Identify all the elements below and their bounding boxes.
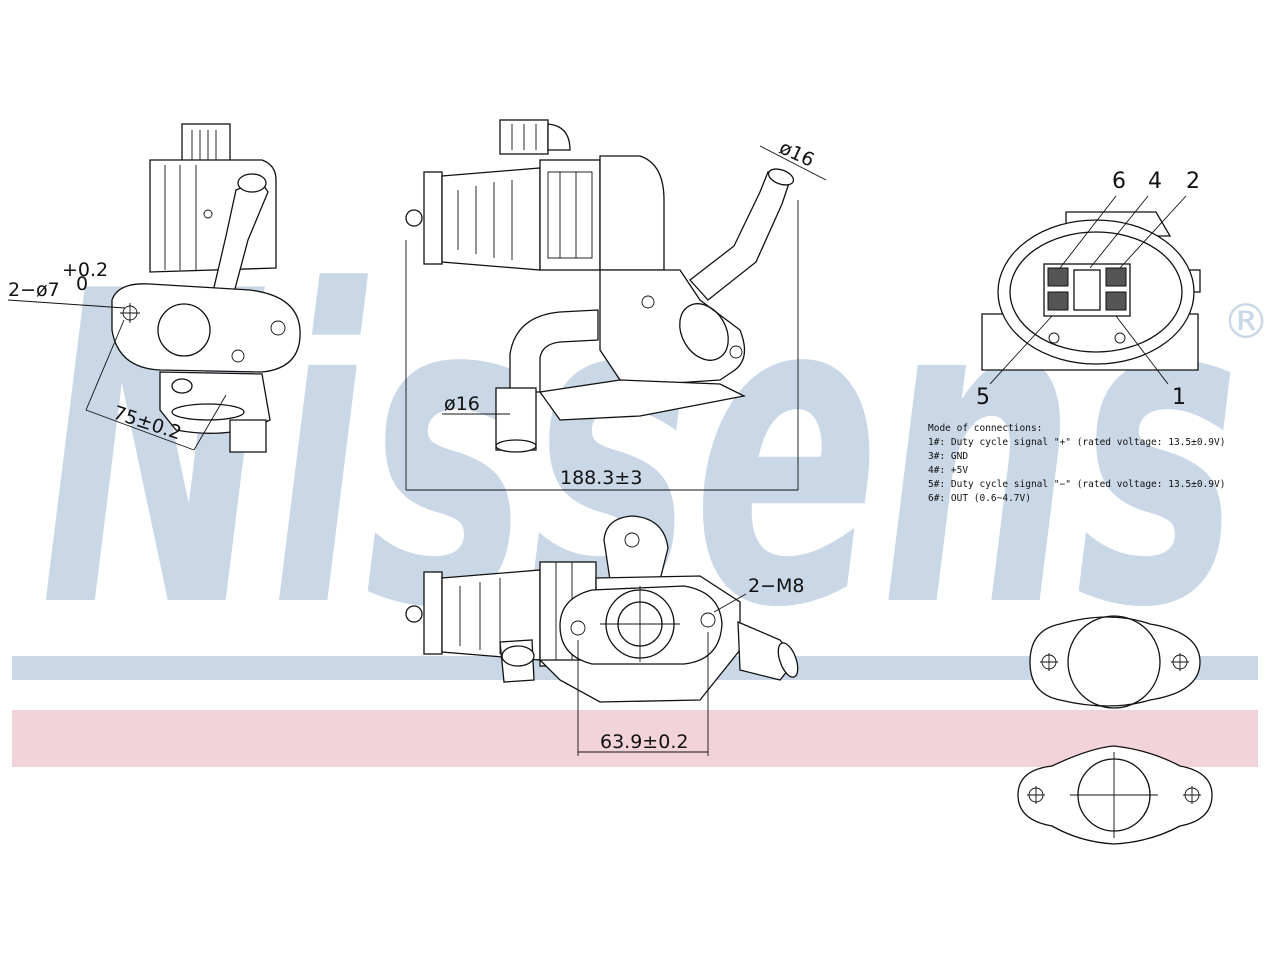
- left-view: 2−ø7 +0.2 0 75±0.2: [7, 123, 301, 453]
- connections-note-line: 1#: Duty cycle signal "+" (rated voltage…: [928, 437, 1225, 448]
- watermark-pink-band: [12, 710, 1258, 767]
- hole-tol-upper-label: +0.2: [62, 259, 108, 281]
- pipe-top-label: ø16: [776, 137, 818, 172]
- connections-note-line: 6#: OUT (0.6~4.7V): [928, 493, 1031, 504]
- pin-label-1: 1: [1172, 385, 1186, 410]
- gasket-upper: [1029, 615, 1201, 709]
- pipe-bottom-label: ø16: [444, 393, 480, 415]
- connections-note-line: 4#: +5V: [928, 465, 968, 476]
- thread-label: 2−M8: [748, 575, 805, 597]
- connections-note-line: 5#: Duty cycle signal "−" (rated voltage…: [928, 479, 1225, 490]
- gasket-lower: [1017, 745, 1213, 845]
- center-top-view: ø16 ø16 188.3±3: [405, 119, 827, 491]
- overall-length-label: 188.3±3: [560, 467, 642, 489]
- hole-tol-lower-label: 0: [76, 273, 88, 295]
- bottom-front-view: 2−M8 63.9±0.2: [405, 515, 805, 756]
- connections-note: Mode of connections: 1#: Duty cycle sign…: [928, 423, 1225, 504]
- pin-label-4: 4: [1148, 169, 1162, 194]
- flange-spacing-label: 63.9±0.2: [600, 731, 688, 753]
- hole-diameter-label: 2−ø7: [8, 279, 60, 301]
- pin-label-2: 2: [1186, 169, 1200, 194]
- connections-note-line: 3#: GND: [928, 451, 968, 462]
- connections-note-title: Mode of connections:: [928, 423, 1042, 434]
- pin-label-5: 5: [976, 385, 990, 410]
- connector-pinout-view: 6 4 2 5 1: [976, 169, 1201, 410]
- pin-label-6: 6: [1112, 169, 1126, 194]
- watermark-registered-mark: ®: [1222, 294, 1270, 350]
